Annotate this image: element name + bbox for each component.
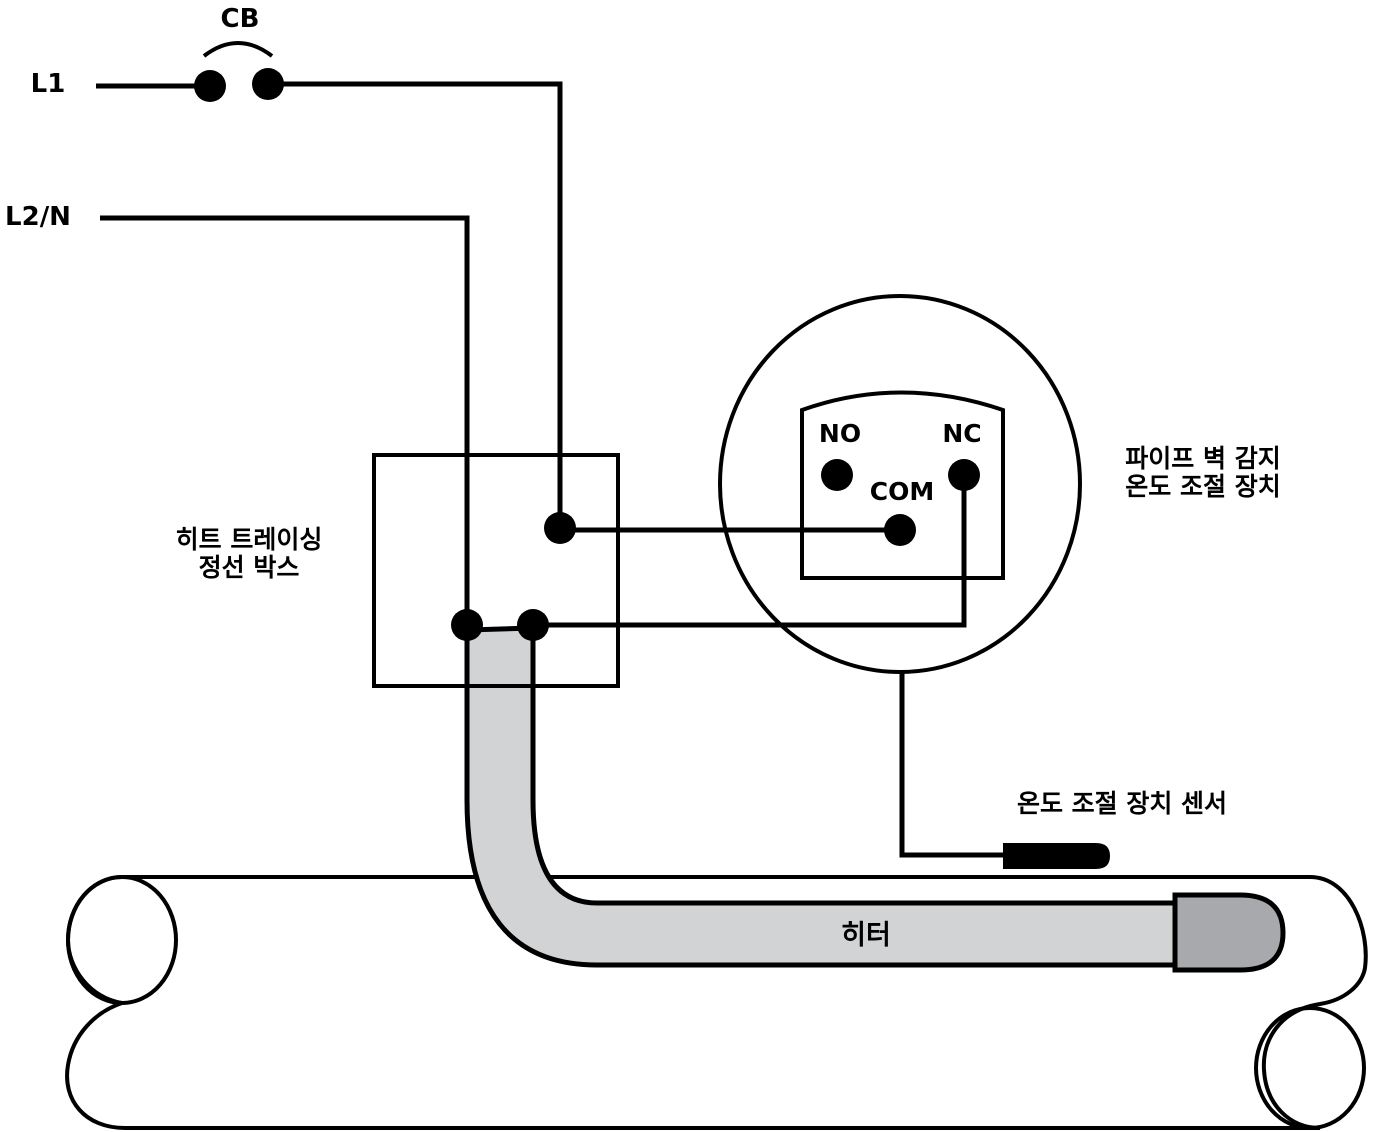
thermostat: NO NC COM 파이프 벽 감지 온도 조절 장치 (718, 294, 1281, 674)
sensor-label: 온도 조절 장치 센서 (1017, 789, 1227, 818)
cb-terminal-right (252, 68, 284, 100)
thermostat-sensor: 온도 조절 장치 센서 (899, 670, 1227, 869)
junction-box-outline (372, 453, 620, 688)
heater-cable (464, 625, 1178, 968)
l2n-label: L2/N (5, 202, 71, 232)
terminal-com (884, 514, 916, 546)
l2n-line: L2/N (5, 202, 470, 625)
junction-box: 히트 트레이싱 정선 박스 (176, 453, 620, 688)
no-label: NO (819, 419, 861, 448)
thermostat-label-line1: 파이프 벽 감지 (1125, 444, 1280, 473)
pipe-left-opening (66, 875, 178, 1005)
heater-end-cap (1172, 892, 1286, 973)
pipe-right-opening (1254, 1006, 1366, 1130)
junction-box-label-line1: 히트 트레이싱 (176, 525, 323, 554)
thermostat-contact-frame (800, 390, 1005, 580)
cb-label: CB (221, 4, 260, 34)
jb-terminal-l2n (451, 609, 483, 641)
sensor-lead (899, 670, 1003, 858)
junction-box-label-line2: 정선 박스 (199, 553, 300, 582)
terminal-no (821, 459, 853, 491)
heater-label: 히터 (841, 920, 891, 951)
cb-arc (202, 41, 274, 58)
l1-line: CB L1 (31, 4, 563, 528)
thermostat-label-line2: 온도 조절 장치 (1125, 472, 1280, 501)
cb-terminal-left (194, 70, 226, 102)
terminal-nc (948, 459, 980, 491)
nc-label: NC (942, 419, 981, 448)
wire-nc-to-heater (533, 475, 967, 628)
l1-label: L1 (31, 69, 66, 99)
com-label: COM (870, 477, 934, 506)
pipe (65, 875, 1368, 1130)
heater: 히터 (464, 625, 1286, 973)
sensor-probe (1003, 843, 1110, 869)
